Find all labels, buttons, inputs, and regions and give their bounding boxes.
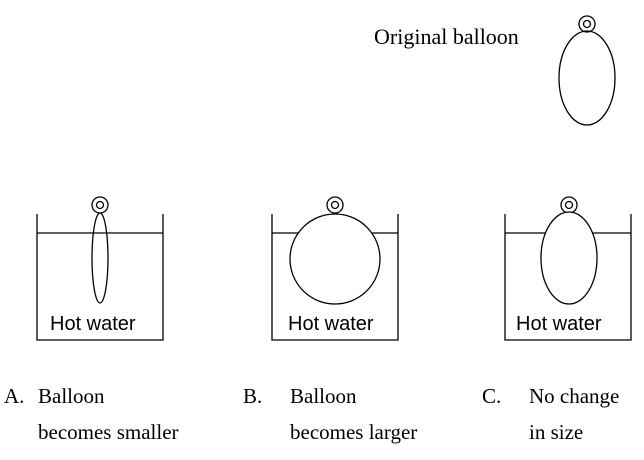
option-a-line1: Balloon <box>38 384 105 408</box>
option-b-line1: Balloon <box>290 384 357 408</box>
option-c-line2: in size <box>529 420 584 444</box>
original-balloon <box>558 15 616 126</box>
option-b-letter: B. <box>243 384 263 408</box>
water-label-b: Hot water <box>288 313 374 335</box>
beaker-c <box>504 196 632 341</box>
beaker-b <box>271 196 399 341</box>
balloon-b-larger <box>289 196 381 305</box>
option-a-letter: A. <box>4 384 25 408</box>
balloon-a-smaller <box>91 196 109 304</box>
option-c-letter: C. <box>482 384 502 408</box>
balloon-c-unchanged <box>540 196 598 305</box>
option-b-line2: becomes larger <box>290 420 418 444</box>
beaker-a <box>36 196 164 341</box>
option-a-line2: becomes smaller <box>38 420 179 444</box>
option-c-line1: No change <box>529 384 620 408</box>
title-original-balloon: Original balloon <box>374 24 519 49</box>
water-label-a: Hot water <box>50 313 136 335</box>
water-label-c: Hot water <box>516 313 602 335</box>
